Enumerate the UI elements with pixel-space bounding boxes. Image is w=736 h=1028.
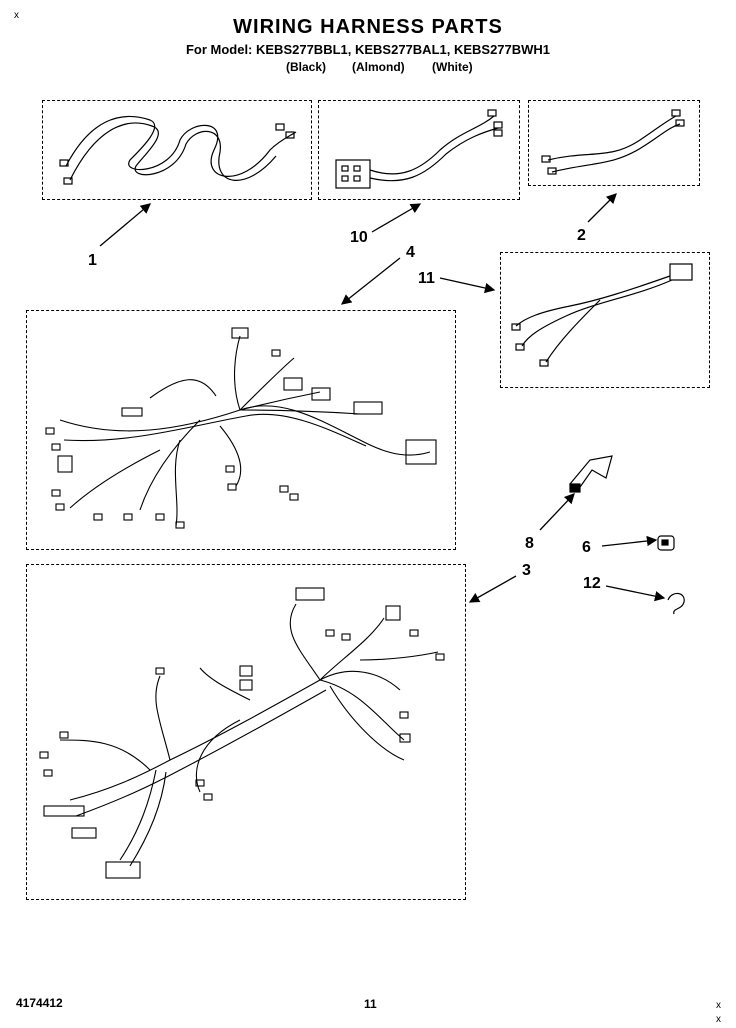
corner-mark-bottom-right: x — [716, 1000, 721, 1011]
model-list: For Model: KEBS277BBL1, KEBS277BAL1, KEB… — [185, 42, 551, 57]
callout-2: 2 — [577, 227, 586, 244]
arrow-12 — [605, 585, 666, 602]
part-box-2 — [528, 100, 700, 186]
arrow-6 — [601, 535, 658, 547]
part-box-4 — [26, 310, 456, 550]
callout-3: 3 — [522, 562, 531, 579]
arrow-2 — [587, 193, 617, 223]
page-title: WIRING HARNESS PARTS — [233, 16, 503, 38]
part-box-1 — [42, 100, 312, 200]
arrow-1 — [99, 203, 151, 247]
arrow-10 — [371, 203, 422, 233]
arrow-3 — [468, 575, 517, 603]
callout-6: 6 — [582, 539, 591, 556]
harness-part-10 — [335, 109, 503, 189]
corner-mark-top-left: x — [14, 10, 19, 21]
callout-8: 8 — [525, 535, 534, 552]
color-label-almond: (Almond) — [352, 60, 405, 74]
callout-10: 10 — [350, 229, 368, 246]
callout-11: 11 — [418, 270, 435, 287]
page-number: 11 — [364, 997, 377, 1011]
clip-part-6 — [657, 535, 675, 551]
callout-1: 1 — [88, 252, 97, 269]
harness-part-11 — [511, 263, 693, 367]
part-box-11 — [500, 252, 710, 388]
harness-part-2 — [541, 109, 685, 175]
harness-part-1 — [59, 116, 297, 185]
harness-part-3 — [39, 587, 445, 879]
color-label-black: (Black) — [286, 60, 327, 74]
arrow-8 — [539, 493, 575, 531]
arrow-4 — [340, 257, 401, 305]
document-id: 4174412 — [16, 996, 63, 1010]
arrow-11 — [439, 277, 496, 294]
color-label-white: (White) — [432, 60, 473, 74]
bracket-part-8 — [569, 455, 613, 493]
tie-part-12 — [667, 592, 685, 615]
callout-12: 12 — [583, 575, 601, 592]
part-box-10 — [318, 100, 520, 200]
part-box-3 — [26, 564, 466, 900]
callout-4: 4 — [406, 244, 415, 261]
harness-part-4 — [45, 327, 437, 529]
corner-mark-bottom-right-2: x — [716, 1014, 721, 1025]
